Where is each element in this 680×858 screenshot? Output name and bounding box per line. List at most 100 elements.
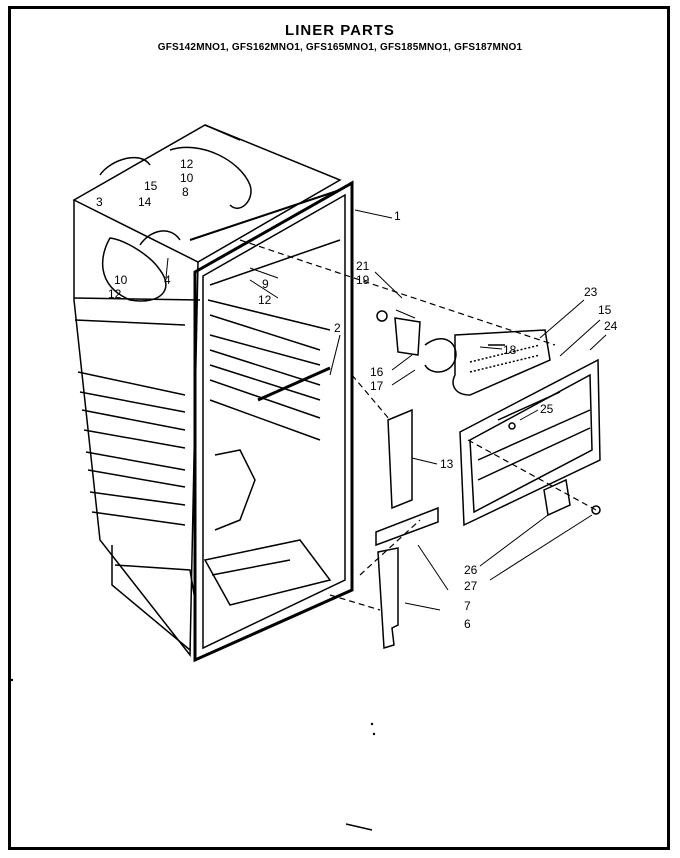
callout-12c: 12	[258, 293, 272, 307]
cabinet-liner	[72, 124, 354, 663]
leader-16	[391, 354, 413, 371]
leader-12	[249, 279, 279, 299]
speck	[370, 722, 374, 726]
callout-25: 25	[540, 402, 554, 416]
front-face-frame	[193, 180, 354, 663]
callout-1: 1	[394, 209, 401, 223]
border-frame	[8, 6, 670, 850]
leader-19	[395, 309, 416, 319]
callout-14: 14	[138, 195, 152, 209]
liner-bottom-drawer	[114, 564, 196, 601]
evaporator-cover	[452, 329, 551, 396]
interior-floor	[203, 539, 332, 606]
leader-15b	[559, 319, 601, 357]
speck	[345, 823, 373, 831]
liner-groove	[87, 469, 186, 488]
screw-icon	[376, 310, 388, 322]
callout-6: 6	[464, 617, 471, 631]
dash-line	[359, 519, 421, 576]
panel-slot	[497, 391, 561, 421]
liner-groove	[83, 429, 186, 449]
callout-7: 7	[464, 599, 471, 613]
dash-line	[239, 239, 556, 346]
dash-line	[467, 439, 597, 511]
leader-2	[329, 334, 341, 376]
scan-specks	[10, 678, 376, 831]
callout-10b: 10	[114, 273, 128, 287]
callout-18: 18	[503, 343, 517, 357]
bracket-7	[375, 506, 439, 547]
interior-shelf	[209, 364, 321, 401]
top-breaker	[189, 189, 341, 241]
leader-17	[391, 369, 416, 386]
liner-top-face	[72, 124, 342, 263]
interior-shelf	[209, 334, 321, 366]
assembly-lines	[239, 239, 597, 611]
speck	[10, 678, 14, 682]
model-list: GFS142MNO1, GFS162MNO1, GFS165MNO1, GFS1…	[157, 42, 523, 53]
liner-side-face	[73, 200, 199, 658]
panel-24	[459, 358, 601, 527]
callout-15b: 15	[598, 303, 612, 317]
callout-8: 8	[182, 185, 189, 199]
interior-shelf	[209, 239, 341, 286]
interior-shelf	[209, 314, 321, 351]
leader-lines	[165, 209, 607, 611]
screw-icon	[591, 505, 601, 515]
liner-groove	[79, 391, 186, 413]
liner-shelf-divider	[73, 297, 201, 301]
freezer-opening	[101, 237, 167, 302]
panel-slot	[477, 409, 591, 461]
leader-26	[479, 514, 549, 567]
opening-contour	[169, 146, 252, 209]
callout-12b: 12	[108, 287, 122, 301]
dash-line	[329, 594, 381, 611]
front-face-inner	[202, 193, 346, 650]
interior-bump	[214, 449, 256, 531]
cover-vents	[469, 344, 541, 363]
opening-contour	[99, 156, 151, 176]
leader-1	[354, 209, 393, 219]
liner-groove	[74, 319, 186, 326]
callout-26: 26	[464, 563, 478, 577]
interior-shelf	[207, 299, 331, 331]
leader-13	[411, 457, 438, 465]
callout-9: 9	[262, 277, 269, 291]
liner-groove	[81, 409, 186, 431]
leader-9	[249, 267, 279, 279]
callout-17: 17	[370, 379, 384, 393]
leader-4	[165, 257, 169, 279]
liner-groove	[91, 511, 186, 526]
page-title: LINER PARTS	[285, 22, 395, 39]
opening-contour	[139, 230, 181, 246]
fan-assembly	[376, 310, 551, 396]
interior-shelf	[209, 399, 321, 441]
leader-21	[374, 271, 403, 299]
callout-10a: 10	[180, 171, 194, 185]
cover-vents	[469, 354, 541, 373]
damper-bracket	[394, 317, 421, 356]
leader-7	[417, 544, 449, 591]
leader-23	[539, 299, 585, 339]
screw-icon	[508, 422, 516, 430]
leader-25	[519, 409, 539, 421]
liner-groove	[89, 491, 186, 506]
panel-slot	[477, 427, 591, 481]
interior-floor-detail	[211, 559, 291, 576]
duct-6	[377, 547, 399, 649]
callout-4: 4	[164, 273, 171, 287]
liner-bottom-step	[111, 545, 191, 651]
callout-21: 21	[356, 259, 370, 273]
leader-6	[404, 602, 441, 611]
back-panel	[459, 358, 601, 527]
callout-23: 23	[584, 285, 598, 299]
bracket-26	[543, 478, 571, 517]
fan-blade-icon	[424, 338, 457, 373]
liner-groove	[85, 451, 186, 471]
leader-27	[489, 514, 593, 581]
callout-12a: 12	[180, 157, 194, 171]
callout-2: 2	[334, 321, 341, 335]
callout-13: 13	[440, 457, 454, 471]
interior-shelf	[209, 379, 321, 419]
